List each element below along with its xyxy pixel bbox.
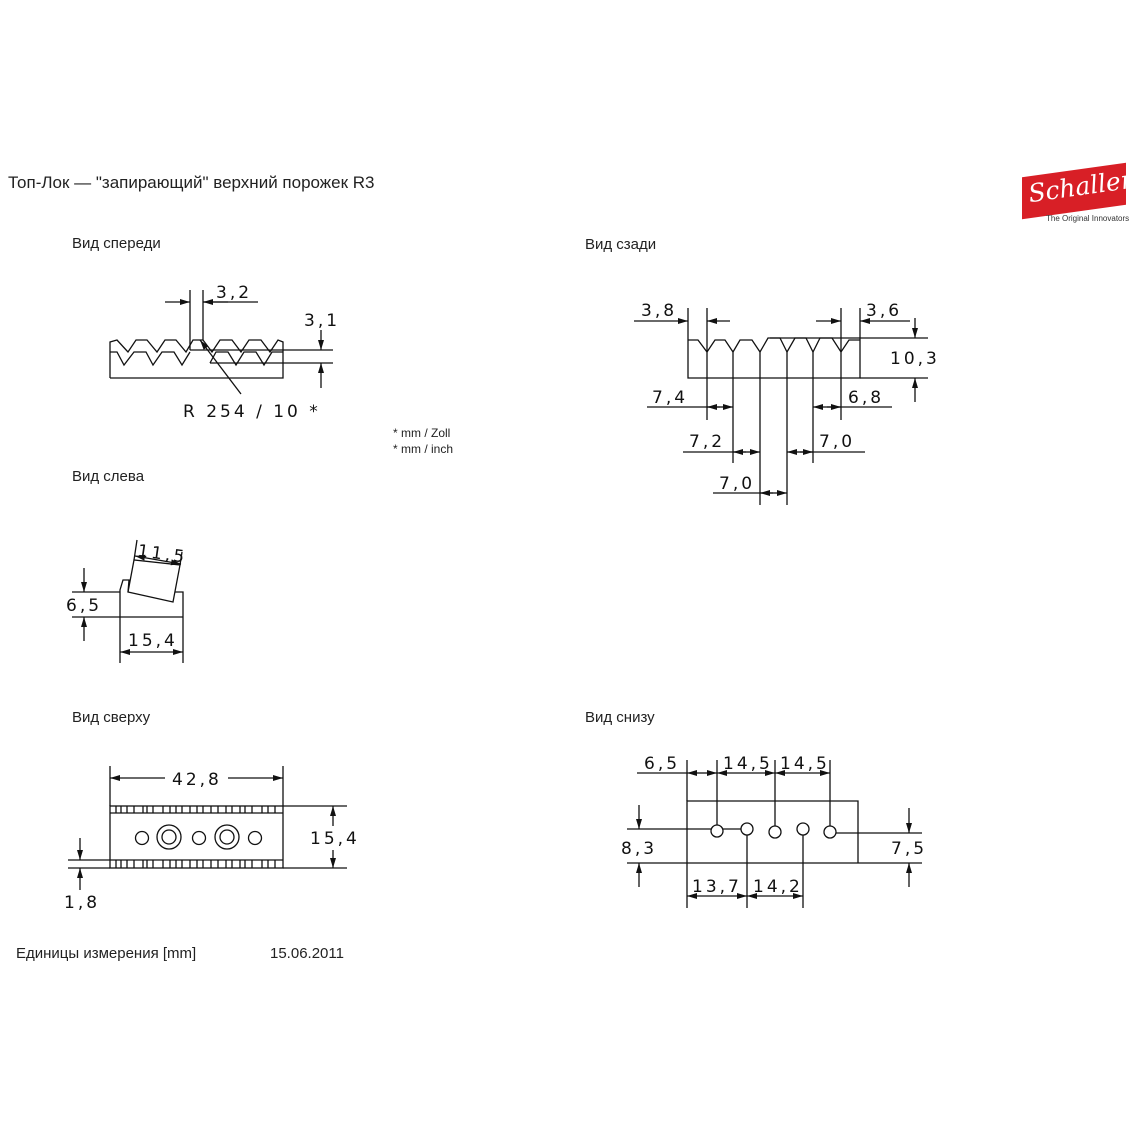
left-view-label: Вид слева (72, 468, 145, 485)
schaller-logo: Schaller The Original Innovators (1018, 162, 1132, 226)
dim-3-1: 3,1 (304, 311, 340, 331)
dim-10-3: 10,3 (890, 349, 940, 369)
dim-3-2: 3,2 (216, 283, 252, 303)
top-view-label: Вид сверху (72, 709, 151, 726)
dim-14-5-a: 14,5 (723, 754, 773, 774)
page-title: Топ-Лок — "запирающий" верхний порожек R… (8, 173, 375, 192)
bottom-view-drawing: 6,5 14,5 14,5 8,3 7,5 13,7 14,2 (621, 754, 927, 908)
dim-7-5: 7,5 (891, 839, 927, 859)
dim-8-3: 8,3 (621, 839, 657, 859)
dim-1-8: 1,8 (64, 893, 100, 913)
dim-15-4-left: 15,4 (128, 631, 178, 651)
dim-7-4: 7,4 (652, 388, 688, 408)
note-inch: * mm / inch (393, 442, 454, 456)
dim-6-5-bottom: 6,5 (644, 754, 680, 774)
dim-13-7: 13,7 (692, 877, 742, 897)
dim-14-5-b: 14,5 (780, 754, 830, 774)
dim-3-8: 3,8 (641, 301, 677, 321)
top-view-drawing: 42,8 15,4 1,8 (64, 766, 360, 913)
dim-7-0-center: 7,0 (719, 474, 755, 494)
radius-label: R 254 / 10 * (183, 402, 321, 422)
dim-6-8: 6,8 (848, 388, 884, 408)
dim-3-6: 3,6 (866, 301, 902, 321)
note-zoll: * mm / Zoll (393, 426, 451, 440)
dim-6-5: 6,5 (66, 596, 102, 616)
dim-11-5: 11,5 (136, 541, 188, 568)
dim-7-0-right: 7,0 (819, 432, 855, 452)
back-view-drawing: 3,8 3,6 10,3 7,4 6,8 7,2 7,0 7,0 (634, 301, 940, 505)
bottom-view-label: Вид снизу (585, 709, 655, 726)
units-label: Единицы измерения [mm] (16, 945, 197, 962)
dim-14-2: 14,2 (753, 877, 803, 897)
date-label: 15.06.2011 (270, 945, 344, 962)
back-view-label: Вид сзади (585, 236, 657, 253)
logo-tagline: The Original Innovators (1046, 214, 1130, 223)
dim-7-2: 7,2 (689, 432, 725, 452)
dim-15-4-top: 15,4 (310, 829, 360, 849)
front-view-label: Вид спереди (72, 235, 161, 252)
dim-42-8: 42,8 (172, 770, 222, 790)
front-view-drawing: 3,2 3,1 R 254 / 10 * (109, 283, 340, 422)
left-view-drawing: 11,5 6,5 15,4 (66, 539, 188, 663)
